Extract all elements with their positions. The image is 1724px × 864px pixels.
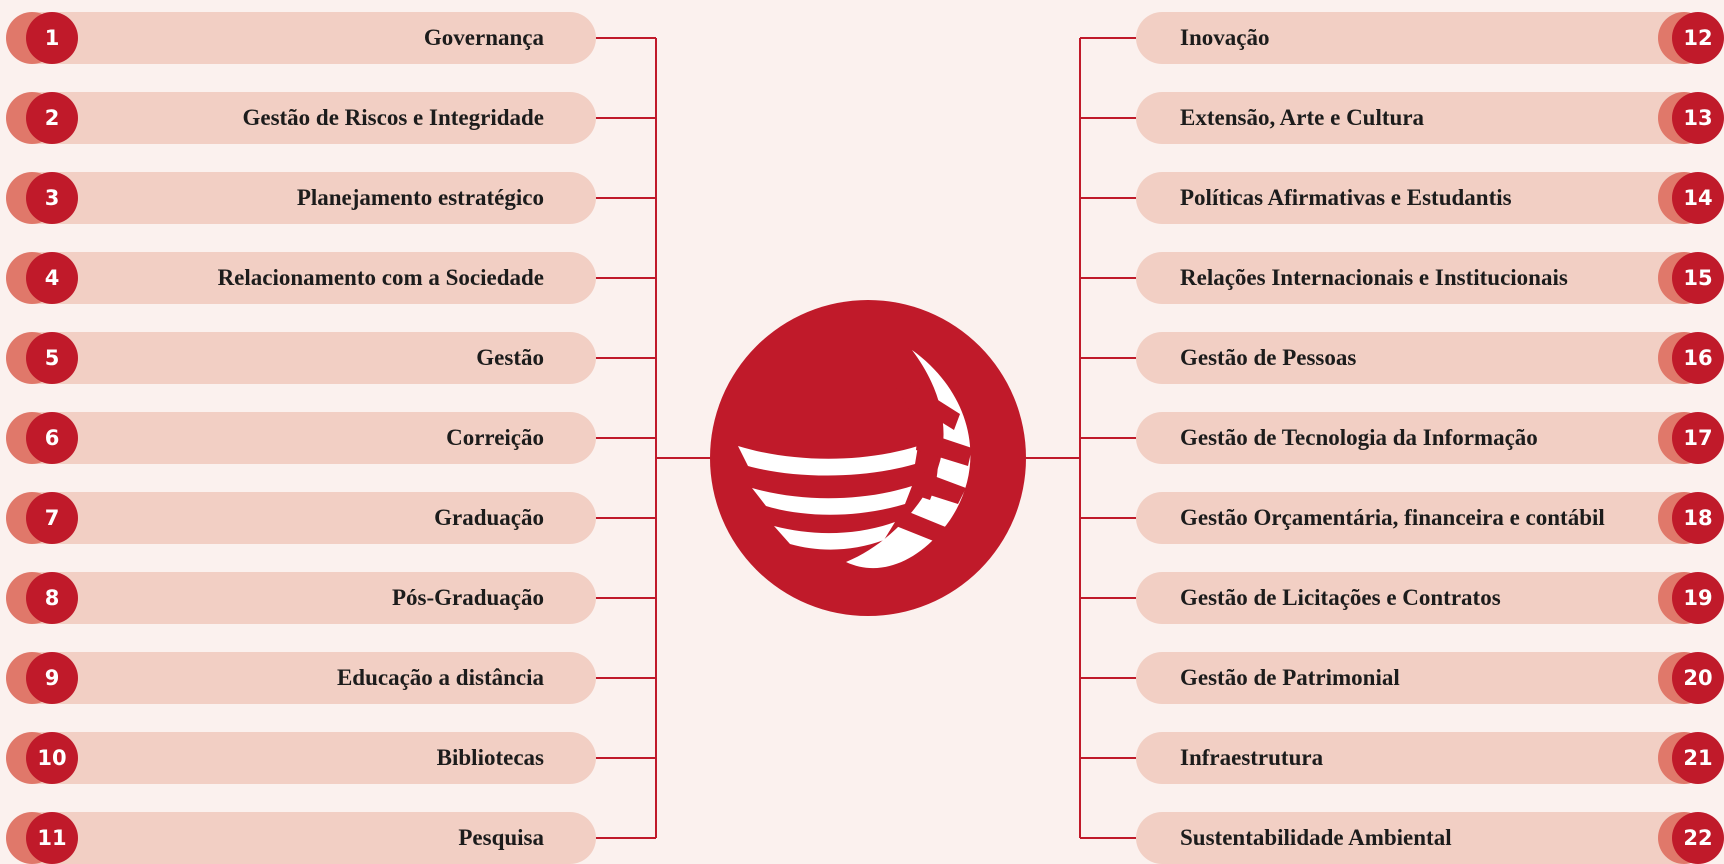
connector-lines [596,37,1136,839]
topic-item-7[interactable]: 7 Graduação [6,492,596,544]
number-badge: 10 [6,732,78,784]
number-badge: 19 [1652,572,1724,624]
topic-label: Correição [446,425,544,450]
badge-number: 11 [26,812,78,864]
topic-item-9[interactable]: 9 Educação a distância [6,652,596,704]
topic-item-15[interactable]: 15 Relações Internacionais e Instituciona… [1136,252,1724,304]
number-badge: 18 [1652,492,1724,544]
topic-label: Políticas Afirmativas e Estudantis [1180,185,1512,210]
number-badge: 5 [6,332,78,384]
topic-item-3[interactable]: 3 Planejamento estratégico [6,172,596,224]
badge-number: 10 [26,732,78,784]
topic-label: Graduação [434,505,544,530]
topic-item-4[interactable]: 4 Relacionamento com a Sociedade [6,252,596,304]
topic-label: Gestão de Licitações e Contratos [1180,585,1501,610]
number-badge: 21 [1652,732,1724,784]
topic-label: Pesquisa [458,825,544,850]
number-badge: 6 [6,412,78,464]
topic-item-11[interactable]: 11 Pesquisa [6,812,596,864]
topic-label: Pós-Graduação [391,585,544,610]
number-badge: 1 [6,12,78,64]
topic-label: Relações Internacionais e Institucionais [1180,265,1568,290]
badge-number: 5 [26,332,78,384]
topic-item-18[interactable]: 18 Gestão Orçamentária, financeira e cont… [1136,492,1724,544]
number-badge: 9 [6,652,78,704]
number-badge: 17 [1652,412,1724,464]
topic-item-12[interactable]: 12 Inovação [1136,12,1724,64]
number-badge: 20 [1652,652,1724,704]
topic-label: Infraestrutura [1180,745,1324,770]
badge-number: 1 [26,12,78,64]
center-logo [710,300,1026,616]
badge-number: 19 [1672,572,1724,624]
topic-item-1[interactable]: 1 Governança [6,12,596,64]
badge-number: 7 [26,492,78,544]
badge-number: 20 [1672,652,1724,704]
badge-number: 21 [1672,732,1724,784]
topic-item-14[interactable]: 14 Políticas Afirmativas e Estudantis [1136,172,1724,224]
topic-label: Sustentabilidade Ambiental [1180,825,1452,850]
number-badge: 15 [1652,252,1724,304]
topic-label: Gestão de Pessoas [1180,345,1357,370]
badge-number: 6 [26,412,78,464]
badge-number: 2 [26,92,78,144]
badge-number: 18 [1672,492,1724,544]
badge-number: 15 [1672,252,1724,304]
badge-number: 3 [26,172,78,224]
topic-item-6[interactable]: 6 Correição [6,412,596,464]
topic-item-16[interactable]: 16 Gestão de Pessoas [1136,332,1724,384]
topic-label: Governança [423,25,544,50]
topic-label: Inovação [1180,25,1270,50]
topic-label: Gestão de Tecnologia da Informação [1180,425,1538,450]
topic-item-19[interactable]: 19 Gestão de Licitações e Contratos [1136,572,1724,624]
topic-label: Planejamento estratégico [296,185,544,210]
topic-label: Gestão Orçamentária, financeira e contáb… [1180,505,1605,530]
topic-item-17[interactable]: 17 Gestão de Tecnologia da Informação [1136,412,1724,464]
topic-item-21[interactable]: 21 Infraestrutura [1136,732,1724,784]
number-badge: 13 [1652,92,1724,144]
badge-number: 4 [26,252,78,304]
number-badge: 4 [6,252,78,304]
topic-item-10[interactable]: 10 Bibliotecas [6,732,596,784]
badge-number: 12 [1672,12,1724,64]
badge-number: 22 [1672,812,1724,864]
number-badge: 22 [1652,812,1724,864]
topic-label: Relacionamento com a Sociedade [217,265,544,290]
topic-item-22[interactable]: 22 Sustentabilidade Ambiental [1136,812,1724,864]
badge-number: 8 [26,572,78,624]
number-badge: 7 [6,492,78,544]
topic-item-20[interactable]: 20 Gestão de Patrimonial [1136,652,1724,704]
topic-item-8[interactable]: 8 Pós-Graduação [6,572,596,624]
badge-number: 16 [1672,332,1724,384]
badge-number: 9 [26,652,78,704]
topic-label: Gestão de Riscos e Integridade [242,105,544,130]
topic-label: Gestão de Patrimonial [1180,665,1400,690]
number-badge: 11 [6,812,78,864]
topic-item-5[interactable]: 5 Gestão [6,332,596,384]
badge-number: 14 [1672,172,1724,224]
number-badge: 14 [1652,172,1724,224]
striped-globe-icon [738,350,972,569]
number-badge: 12 [1652,12,1724,64]
topic-label: Bibliotecas [436,745,544,770]
number-badge: 8 [6,572,78,624]
number-badge: 16 [1652,332,1724,384]
badge-number: 13 [1672,92,1724,144]
number-badge: 3 [6,172,78,224]
topic-item-13[interactable]: 13 Extensão, Arte e Cultura [1136,92,1724,144]
topic-label: Extensão, Arte e Cultura [1180,105,1425,130]
topic-item-2[interactable]: 2 Gestão de Riscos e Integridade [6,92,596,144]
badge-number: 17 [1672,412,1724,464]
topic-label: Educação a distância [336,665,544,690]
topic-label: Gestão [476,345,544,370]
number-badge: 2 [6,92,78,144]
